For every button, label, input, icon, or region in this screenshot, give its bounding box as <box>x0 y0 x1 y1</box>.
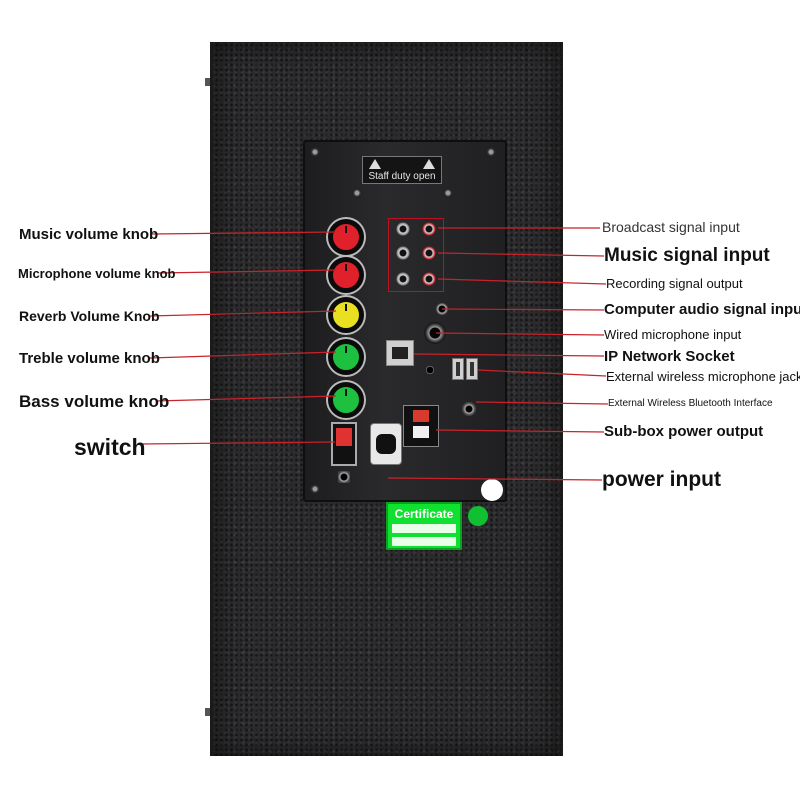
rca-jack-broadcast-right[interactable] <box>422 222 436 236</box>
warning-icon <box>369 159 381 169</box>
callout-line <box>437 278 607 285</box>
rca-jack-recording-left[interactable] <box>396 272 410 286</box>
recycle-icon <box>462 402 476 416</box>
ac-power-input-socket[interactable] <box>370 423 402 465</box>
callout-line <box>151 231 337 235</box>
callout-line <box>413 353 605 357</box>
callout-line <box>437 252 605 257</box>
callout-line <box>157 269 337 274</box>
rca-jack-music-left[interactable] <box>396 246 410 260</box>
power-switch-rocker[interactable] <box>336 428 352 446</box>
warning-text: Staff duty open <box>368 171 436 182</box>
callout-line <box>435 429 605 433</box>
screw <box>486 147 496 157</box>
sub-box-power-output[interactable] <box>403 405 439 447</box>
warning-label: Staff duty open <box>362 156 442 184</box>
reverb-volume-knob[interactable] <box>328 297 364 333</box>
callout-line <box>477 369 607 377</box>
hinge-bottom <box>205 708 211 716</box>
callout-line <box>387 477 603 481</box>
screw <box>310 484 320 494</box>
white-marker-dot <box>481 479 503 501</box>
hinge-top <box>205 78 211 86</box>
callout-line <box>475 401 609 405</box>
usb-port[interactable] <box>452 358 464 380</box>
led-indicator <box>426 366 434 374</box>
qs-badge-icon <box>468 506 488 526</box>
callout-line <box>441 308 605 311</box>
ip-network-socket[interactable] <box>386 340 414 366</box>
rca-jack-broadcast-left[interactable] <box>396 222 410 236</box>
callout-line <box>435 332 605 336</box>
warning-icon <box>423 159 435 169</box>
screw <box>352 188 362 198</box>
music-volume-knob[interactable] <box>328 219 364 255</box>
certificate-line <box>392 537 456 546</box>
terminal-white <box>413 426 429 438</box>
certificate-line <box>392 524 456 533</box>
rca-input-group <box>388 218 444 292</box>
callout-line <box>155 395 337 402</box>
wired-microphone-jack[interactable] <box>424 322 446 344</box>
rca-jack-music-right[interactable] <box>422 246 436 260</box>
screw <box>310 147 320 157</box>
screw <box>443 188 453 198</box>
callout-line <box>149 310 337 317</box>
bass-volume-knob[interactable] <box>328 382 364 418</box>
rca-jack-recording-right[interactable] <box>422 272 436 286</box>
terminal-red <box>413 410 429 422</box>
microphone-volume-knob[interactable] <box>328 257 364 293</box>
usb-port[interactable] <box>466 358 478 380</box>
callout-line <box>149 351 337 359</box>
fuse-holder <box>338 471 350 483</box>
treble-volume-knob[interactable] <box>328 339 364 375</box>
certificate-sticker: Certificate <box>386 502 462 550</box>
callout-line <box>139 441 336 445</box>
certificate-title: Certificate <box>394 507 454 521</box>
